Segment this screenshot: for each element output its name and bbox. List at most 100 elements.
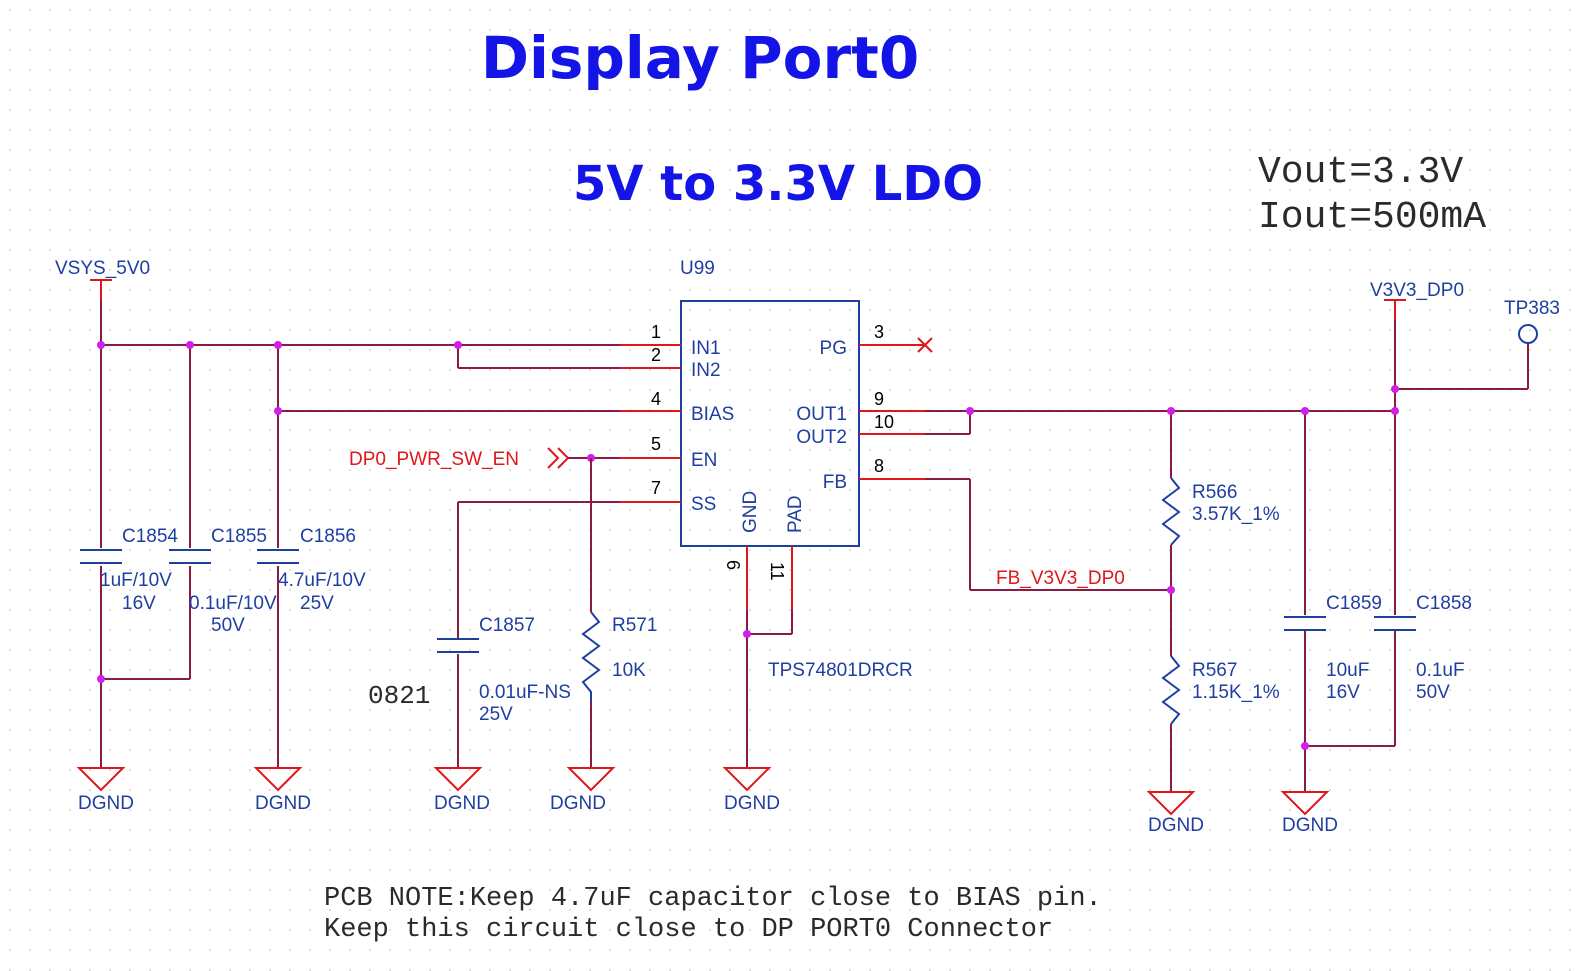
c1854-value: 1uF/10V [100, 570, 172, 591]
c1855-value: 0.1uF/10V [189, 593, 277, 614]
c1855-rating: 50V [211, 615, 245, 636]
junction-vsys-3 [274, 341, 282, 349]
capacitor-c1859[interactable]: C1859 10uF 16V [1284, 593, 1382, 703]
c1854-rating: 16V [122, 593, 156, 614]
junction-out-2 [1167, 407, 1175, 415]
r571-ref: R571 [612, 615, 657, 636]
pg-no-connect-mark [917, 337, 933, 353]
tp383-label: TP383 [1504, 298, 1560, 319]
capacitor-c1857[interactable]: C1857 0.01uF-NS 25V [437, 615, 571, 725]
pin-label-pg: PG [820, 338, 847, 359]
ground-symbol-6[interactable]: DGND [1146, 791, 1204, 836]
c1854-ref: C1854 [122, 526, 178, 547]
resistor-r571[interactable]: R571 10K [581, 611, 657, 702]
c1857-value: 0.01uF-NS [479, 682, 571, 703]
ground-label: DGND [255, 793, 311, 814]
input-wires [100, 300, 682, 768]
capacitor-c1858[interactable]: C1858 0.1uF 50V [1374, 593, 1472, 703]
junction-vsys-4 [454, 341, 462, 349]
c1859-ref: C1859 [1326, 593, 1382, 614]
pin-num-out1: 9 [874, 389, 884, 409]
feedback-net-label[interactable]: FB_V3V3_DP0 [996, 568, 1125, 589]
junction-fb [1167, 586, 1175, 594]
pin-num-ss: 7 [651, 478, 661, 498]
junction-gnd-pad [743, 630, 751, 638]
annotation-0821: 0821 [368, 681, 430, 711]
ground-symbol-7[interactable]: DGND [1280, 791, 1338, 836]
pin-num-bias: 4 [651, 389, 661, 409]
junction-bias [274, 407, 282, 415]
ground-symbol-5[interactable]: DGND [722, 767, 780, 814]
ground-label: DGND [550, 793, 606, 814]
testpoint-tp383[interactable]: TP383 [1504, 298, 1560, 344]
r566-value: 3.57K_1% [1192, 504, 1280, 525]
page-subtitle: 5V to 3.3V LDO [573, 156, 983, 212]
r567-value: 1.15K_1% [1192, 682, 1280, 703]
ic-refdes: U99 [680, 258, 715, 279]
pin-num-out2: 10 [874, 412, 894, 432]
ground-label: DGND [78, 793, 134, 814]
pin-label-bias: BIAS [691, 404, 734, 425]
junction-out-4 [1391, 407, 1399, 415]
pin-num-in1: 1 [651, 322, 661, 342]
c1858-rating: 50V [1416, 682, 1450, 703]
c1856-ref: C1856 [300, 526, 356, 547]
enable-net-label: DP0_PWR_SW_EN [349, 449, 519, 470]
capacitor-c1854[interactable]: C1854 1uF/10V 16V [80, 526, 178, 614]
pin-label-in1: IN1 [691, 338, 721, 359]
ground-symbol-4[interactable]: DGND [550, 767, 616, 814]
r566-ref: R566 [1192, 482, 1237, 503]
v3v3-power-port[interactable]: V3V3_DP0 [1370, 280, 1464, 320]
pin-label-out2: OUT2 [796, 427, 847, 448]
r571-value: 10K [612, 660, 646, 681]
c1858-value: 0.1uF [1416, 660, 1465, 681]
page-title: Display Port0 [481, 24, 919, 92]
junction-out-1 [966, 407, 974, 415]
v3v3-net-label: V3V3_DP0 [1370, 280, 1464, 301]
pin-num-pad: 11 [767, 562, 787, 581]
pin-num-pg: 3 [874, 322, 884, 342]
ground-label: DGND [724, 793, 780, 814]
pin-label-gnd: GND [740, 491, 761, 533]
pcb-note-line-1: PCB NOTE:Keep 4.7uF capacitor close to B… [324, 884, 1102, 914]
junction-tp383 [1391, 385, 1399, 393]
pin-num-fb: 8 [874, 456, 884, 476]
ground-symbol-3[interactable]: DGND [433, 767, 490, 814]
junction-out-3 [1301, 407, 1309, 415]
c1857-rating: 25V [479, 704, 513, 725]
c1856-value: 4.7uF/10V [278, 570, 366, 591]
pin-label-en: EN [691, 450, 717, 471]
c1859-rating: 16V [1326, 682, 1360, 703]
capacitor-c1856[interactable]: C1856 4.7uF/10V 25V [257, 526, 366, 614]
spec-vout: Vout=3.3V [1258, 151, 1463, 194]
ic-part-number: TPS74801DRCR [768, 660, 913, 681]
junction-c1854-c1855 [97, 675, 105, 683]
ground-symbol-2[interactable]: DGND [253, 767, 311, 814]
c1859-value: 10uF [1326, 660, 1369, 681]
ground-symbol-1[interactable]: DGND [76, 767, 134, 814]
junction-vsys-1 [97, 341, 105, 349]
junction-vsys-2 [186, 341, 194, 349]
vsys-net-label: VSYS_5V0 [55, 258, 150, 279]
pin-label-pad: PAD [785, 495, 806, 533]
pin-label-ss: SS [691, 494, 716, 515]
c1857-ref: C1857 [479, 615, 535, 636]
resistor-r567[interactable]: R567 1.15K_1% [1161, 655, 1280, 725]
ldo-ic-u99[interactable]: U99 TPS74801DRCR 1 2 4 5 7 3 9 10 8 6 11… [620, 258, 925, 681]
r567-ref: R567 [1192, 660, 1237, 681]
capacitor-c1855[interactable]: C1855 0.1uF/10V 50V [169, 526, 277, 636]
junction-cap-gnd [1301, 742, 1309, 750]
vsys-power-port[interactable]: VSYS_5V0 [55, 258, 150, 300]
ground-label: DGND [434, 793, 490, 814]
c1856-rating: 25V [300, 593, 334, 614]
ground-label: DGND [1282, 815, 1338, 836]
ground-label: DGND [1148, 815, 1204, 836]
pin-num-in2: 2 [651, 345, 661, 365]
c1855-ref: C1855 [211, 526, 267, 547]
pin-label-out1: OUT1 [796, 404, 847, 425]
output-wires [925, 320, 1529, 792]
resistor-r566[interactable]: R566 3.57K_1% [1161, 477, 1280, 546]
pin-num-gnd: 6 [723, 560, 743, 570]
